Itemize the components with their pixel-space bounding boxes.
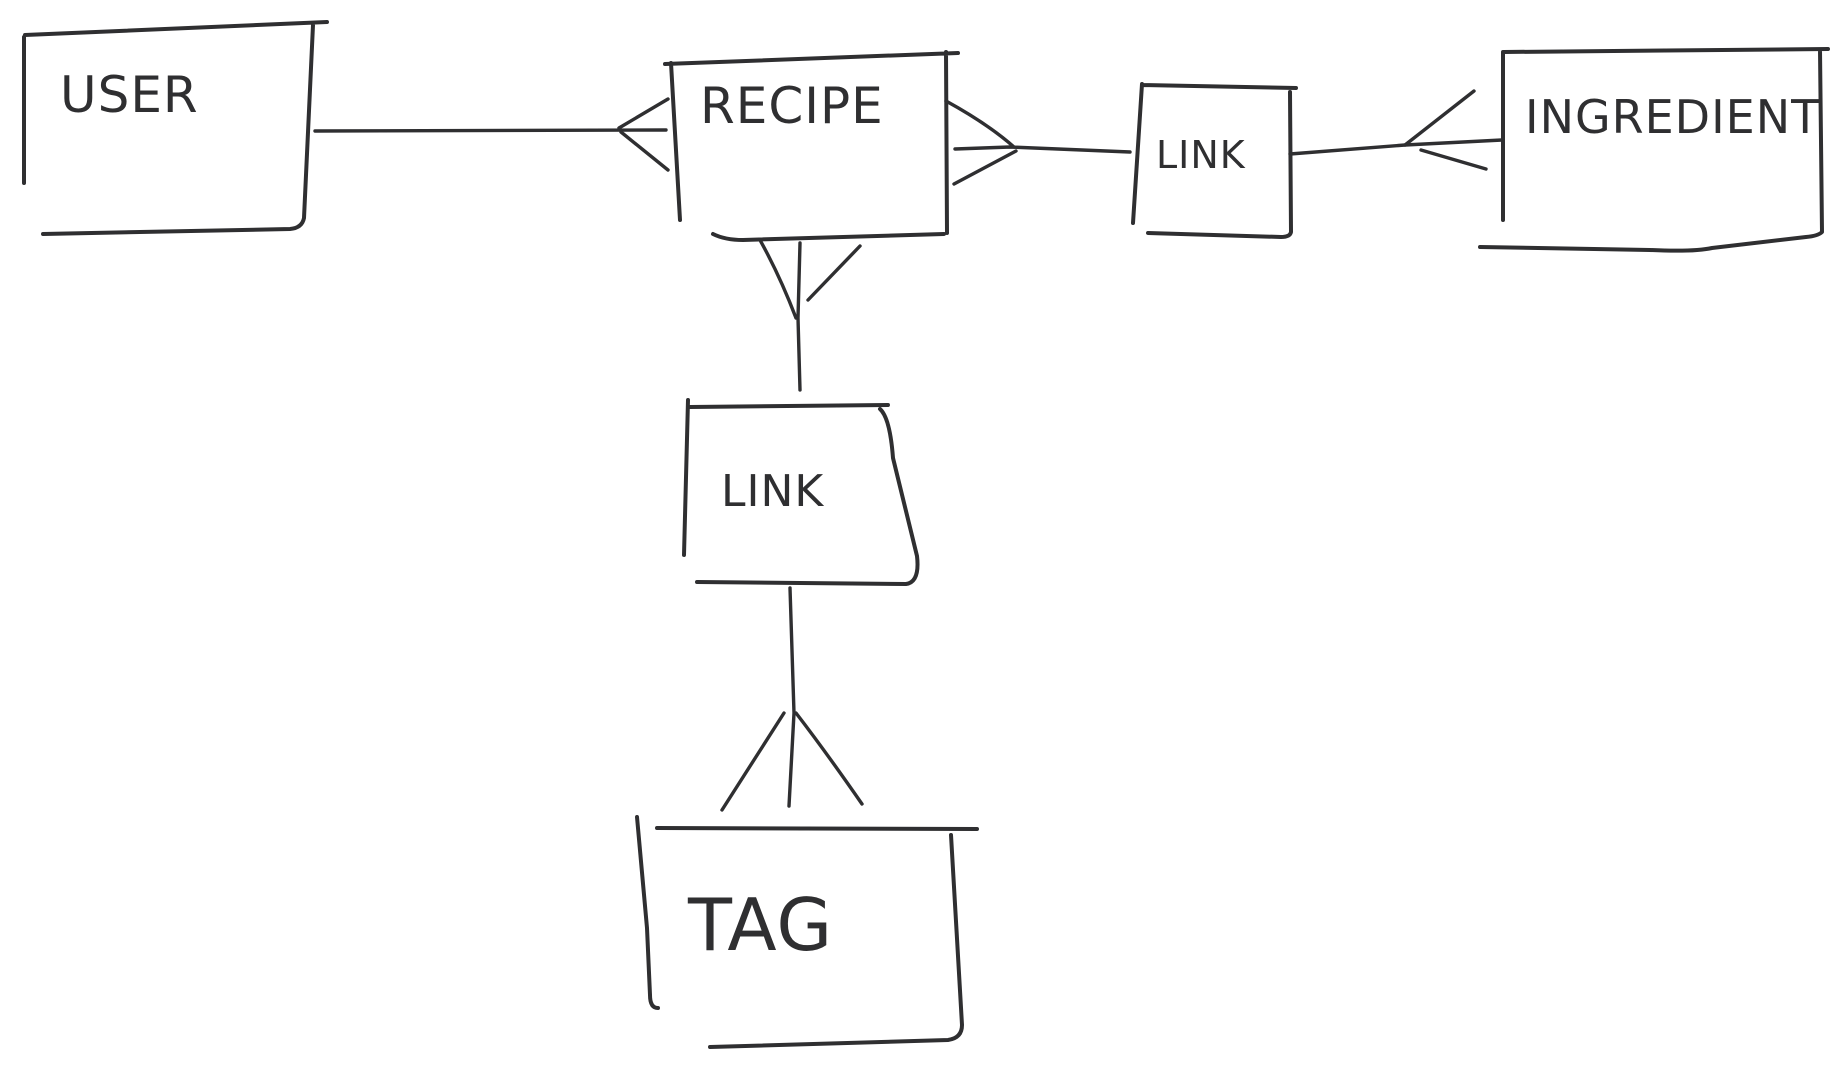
- relationship-recipe-link-tag-line: [796, 241, 802, 392]
- crows-foot-many-tag-icon: [720, 711, 864, 812]
- entity-recipe-label: RECIPE: [700, 77, 884, 135]
- relationship-recipe-link-ingredient-line: [953, 145, 1132, 154]
- relationship-link-tag[interactable]: [720, 586, 864, 812]
- entity-link-recipe-tag-border: [682, 398, 920, 586]
- entity-tag-border: [635, 815, 979, 1049]
- entity-recipe[interactable]: RECIPE: [663, 50, 960, 242]
- relationship-link-ingredient-line: [1288, 138, 1504, 156]
- entity-link-recipe-tag-label: LINK: [721, 466, 824, 517]
- entity-tag-label: TAG: [687, 883, 833, 967]
- crows-foot-many-recipe-icon: [617, 97, 670, 172]
- entity-link-recipe-tag[interactable]: LINK: [682, 398, 920, 586]
- relationship-recipe-link-ingredient[interactable]: [944, 99, 1132, 186]
- relationship-recipe-link-tag[interactable]: [758, 238, 862, 392]
- crows-foot-many-ingredient-icon: [1403, 89, 1488, 171]
- entity-ingredient[interactable]: INGREDIENT: [1478, 47, 1830, 253]
- entity-link-recipe-ingredient-border: [1131, 82, 1298, 239]
- relationship-user-recipe-line: [313, 128, 668, 133]
- entity-user-label: USER: [60, 66, 199, 124]
- crows-foot-many-recipe-bottom-icon: [758, 238, 862, 320]
- relationship-link-tag-line: [787, 586, 796, 808]
- entity-recipe-border: [663, 50, 960, 242]
- entity-link-recipe-ingredient-label: LINK: [1156, 133, 1246, 177]
- entity-ingredient-label: INGREDIENT: [1525, 90, 1820, 144]
- entity-user[interactable]: USER: [22, 20, 329, 236]
- entity-ingredient-border: [1478, 47, 1830, 253]
- relationship-link-ingredient[interactable]: [1288, 89, 1504, 171]
- relationship-user-recipe[interactable]: [313, 97, 670, 172]
- entity-user-border: [22, 20, 329, 236]
- crows-foot-many-recipe-side-icon: [944, 99, 1018, 186]
- entity-link-recipe-ingredient[interactable]: LINK: [1131, 82, 1298, 239]
- entity-tag[interactable]: TAG: [635, 815, 979, 1049]
